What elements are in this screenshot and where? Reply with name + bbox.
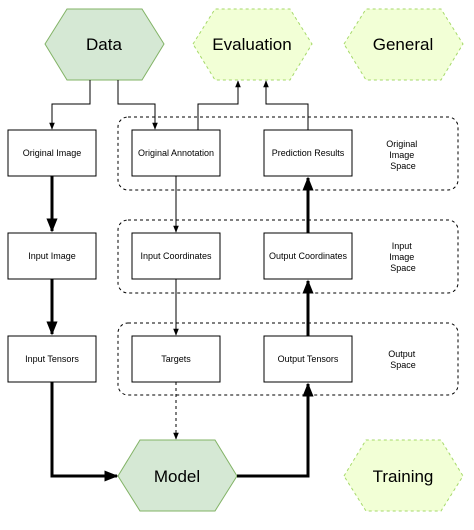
input-image-space-label: Input Image Space	[389, 241, 417, 273]
input-image-space-line-2: Image	[389, 252, 414, 262]
output-space-line-1: Output	[388, 349, 416, 359]
targets-label: Targets	[161, 354, 191, 364]
input-coordinates-box: Input Coordinates	[131, 232, 221, 280]
prediction-results-box: Prediction Results	[263, 129, 353, 177]
input-image-space-line-1: Input	[392, 241, 413, 251]
input-tensors-to-model-arrow	[50, 382, 119, 482]
general-hexagon-label: General	[373, 35, 433, 54]
input-tensors-box: Input Tensors	[7, 335, 97, 383]
original-image-space-line-2: Image	[389, 150, 414, 160]
output-coordinates-label: Output Coordinates	[269, 251, 348, 261]
data-to-original-image-arrow	[49, 80, 91, 130]
input-coordinates-label: Input Coordinates	[140, 251, 212, 261]
output-space-line-2: Space	[390, 360, 416, 370]
input-tensors-label: Input Tensors	[25, 354, 79, 364]
annotation-to-evaluation-arrow	[197, 80, 241, 130]
targets-box: Targets	[131, 335, 221, 383]
prediction-results-label: Prediction Results	[272, 148, 345, 158]
input-image-box: Input Image	[7, 232, 97, 280]
output-coordinates-box: Output Coordinates	[263, 232, 353, 280]
input-image-label: Input Image	[28, 251, 76, 261]
evaluation-hexagon: Evaluation	[192, 8, 313, 81]
original-image-space-label: Original Image Space	[386, 139, 420, 171]
original-annotation-box: Original Annotation	[131, 129, 221, 177]
original-image-space-container	[117, 116, 459, 191]
output-space-container	[117, 322, 459, 396]
output-tensors-box: Output Tensors	[263, 335, 353, 383]
prediction-to-evaluation-arrow	[263, 80, 309, 130]
output-space-label: Output Space	[388, 349, 418, 370]
original-image-space-line-3: Space	[390, 161, 416, 171]
data-to-original-annotation-arrow	[117, 80, 158, 130]
general-hexagon: General	[343, 8, 464, 81]
output-tensors-label: Output Tensors	[278, 354, 339, 364]
evaluation-hexagon-label: Evaluation	[212, 35, 291, 54]
training-hexagon-label: Training	[373, 467, 434, 486]
input-image-space-container	[117, 219, 459, 294]
original-image-label: Original Image	[23, 148, 82, 158]
original-annotation-label: Original Annotation	[138, 148, 214, 158]
input-image-space-line-3: Space	[390, 263, 416, 273]
original-image-space-line-1: Original	[386, 139, 417, 149]
model-to-output-tensors-arrow	[237, 382, 314, 478]
data-hexagon-label: Data	[86, 35, 122, 54]
original-image-box: Original Image	[7, 129, 97, 177]
training-hexagon: Training	[343, 439, 464, 512]
data-hexagon: Data	[44, 8, 165, 81]
model-hexagon-label: Model	[154, 467, 200, 486]
model-hexagon: Model	[117, 439, 238, 512]
